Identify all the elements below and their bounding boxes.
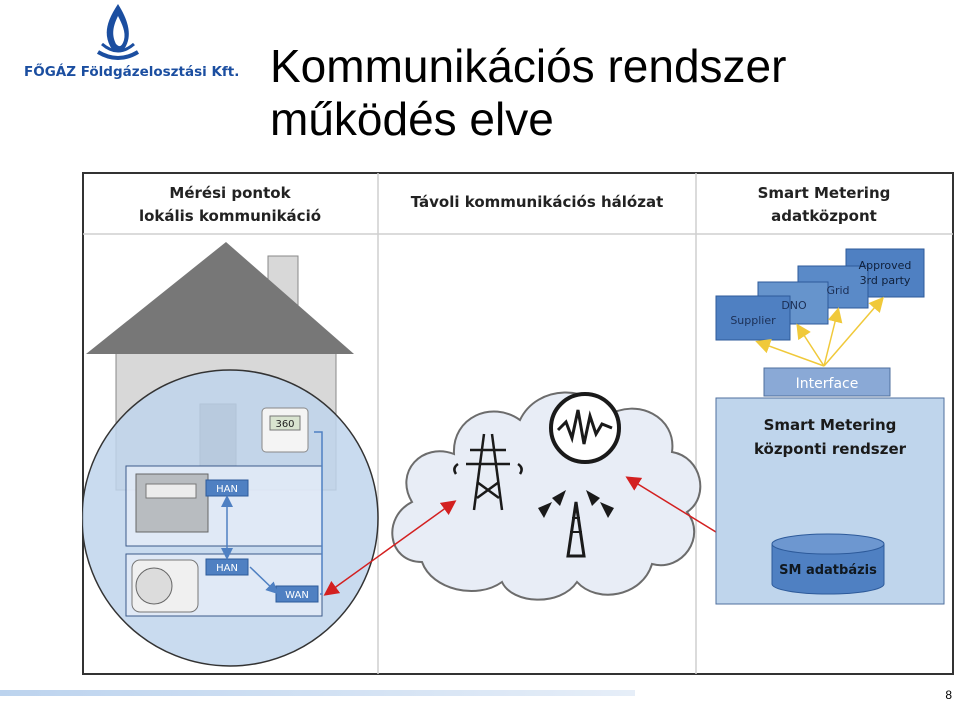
han-label-2: HAN xyxy=(216,563,238,574)
card-label-third-party: 3rd party xyxy=(860,274,911,287)
electric-meter xyxy=(131,559,199,613)
display-value: 360 xyxy=(275,419,294,430)
in-home-display: 360 xyxy=(261,407,309,453)
gas-meter-counter xyxy=(145,483,197,499)
display-link xyxy=(314,431,323,595)
card-label-supplier: Supplier xyxy=(730,314,776,327)
page-title: Kommunikációs rendszer működés elve xyxy=(270,40,930,146)
signal-wave-icon xyxy=(549,392,621,464)
power-pylon-icon xyxy=(453,433,523,511)
communication-diagram: Mérési pontok lokális kommunikáció Távol… xyxy=(82,172,954,675)
gas-meter xyxy=(135,473,209,533)
interface-label: Interface xyxy=(796,376,859,392)
col1-title-line-2: lokális kommunikáció xyxy=(139,207,321,225)
card-label-dno: DNO xyxy=(781,299,807,312)
han-wan-link xyxy=(249,566,279,595)
wan-cloud-arrow xyxy=(323,500,457,596)
han-label-1: HAN xyxy=(216,484,238,495)
col3-title-line-1: Smart Metering xyxy=(758,184,891,202)
database-label: SM adatbázis xyxy=(779,563,877,578)
col1-title-line-1: Mérési pontok xyxy=(169,184,291,202)
flame-logo-icon xyxy=(96,4,140,60)
house-roof xyxy=(86,242,354,354)
interface-arrows xyxy=(755,296,884,367)
page-number: 8 xyxy=(945,688,952,702)
central-title-line-2: központi rendszer xyxy=(754,440,907,458)
card-supplier xyxy=(715,295,791,341)
card-label-grid: Grid xyxy=(826,284,849,297)
title-line-2: működés elve xyxy=(270,93,554,145)
footer-bar xyxy=(0,690,635,696)
card-label-approved: Approved xyxy=(859,259,912,272)
database-icon xyxy=(771,533,885,595)
wan-label: WAN xyxy=(285,590,309,601)
logo-text: FŐGÁZ Földgázelosztási Kft. xyxy=(24,64,240,80)
col3-title-line-2: adatközpont xyxy=(771,207,877,225)
title-line-1: Kommunikációs rendszer xyxy=(270,40,787,92)
gas-meter-body xyxy=(135,473,209,533)
electric-meter-dial xyxy=(135,567,173,605)
central-title-line-1: Smart Metering xyxy=(764,416,897,434)
network-cloud xyxy=(391,391,702,601)
fogaz-logo: FŐGÁZ Földgázelosztási Kft. xyxy=(10,2,250,92)
col2-title: Távoli kommunikációs hálózat xyxy=(411,193,664,211)
radio-tower-icon xyxy=(538,490,614,558)
interface-bar xyxy=(763,367,891,397)
display-screen xyxy=(269,415,301,431)
